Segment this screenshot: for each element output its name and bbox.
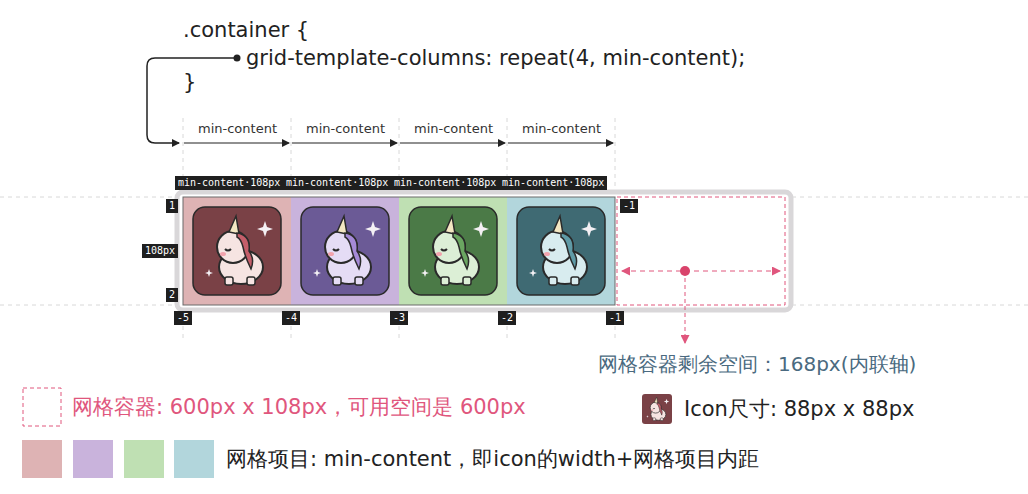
track-size-tag: min-content·108px	[499, 176, 607, 190]
code-text: .container {	[183, 16, 309, 44]
code-text: grid-template-columns: repeat(4, min-con…	[246, 44, 745, 72]
column-label: min-content	[306, 121, 385, 137]
track-size-tag: min-content·108px	[175, 176, 283, 190]
line-number: 1	[166, 199, 178, 213]
column-label: min-content	[414, 121, 493, 137]
column-label: min-content	[198, 121, 277, 137]
line-number: -2	[498, 311, 516, 325]
legend-text: Icon尺寸: 88px x 88px	[684, 395, 914, 423]
line-number: -4	[282, 311, 300, 325]
legend-text: 网格项目: min-content，即icon的width+网格项目内距	[226, 445, 759, 473]
line-number: -5	[174, 311, 192, 325]
column-label: min-content	[522, 121, 601, 137]
row-size-tag: 108px	[142, 244, 178, 258]
line-number: -1	[620, 199, 638, 213]
legend-swatch	[22, 440, 62, 478]
legend-text: 网格容器: 600px x 108px，可用空间是 600px	[72, 393, 526, 421]
track-size-tag: min-content·108px	[283, 176, 391, 190]
line-number: -1	[606, 311, 624, 325]
annotation: 网格容器剩余空间：168px(内联轴)	[598, 351, 916, 377]
line-number: -3	[390, 311, 408, 325]
code-text: }	[183, 68, 196, 96]
line-number: 2	[166, 288, 178, 302]
track-size-tag: min-content·108px	[391, 176, 499, 190]
